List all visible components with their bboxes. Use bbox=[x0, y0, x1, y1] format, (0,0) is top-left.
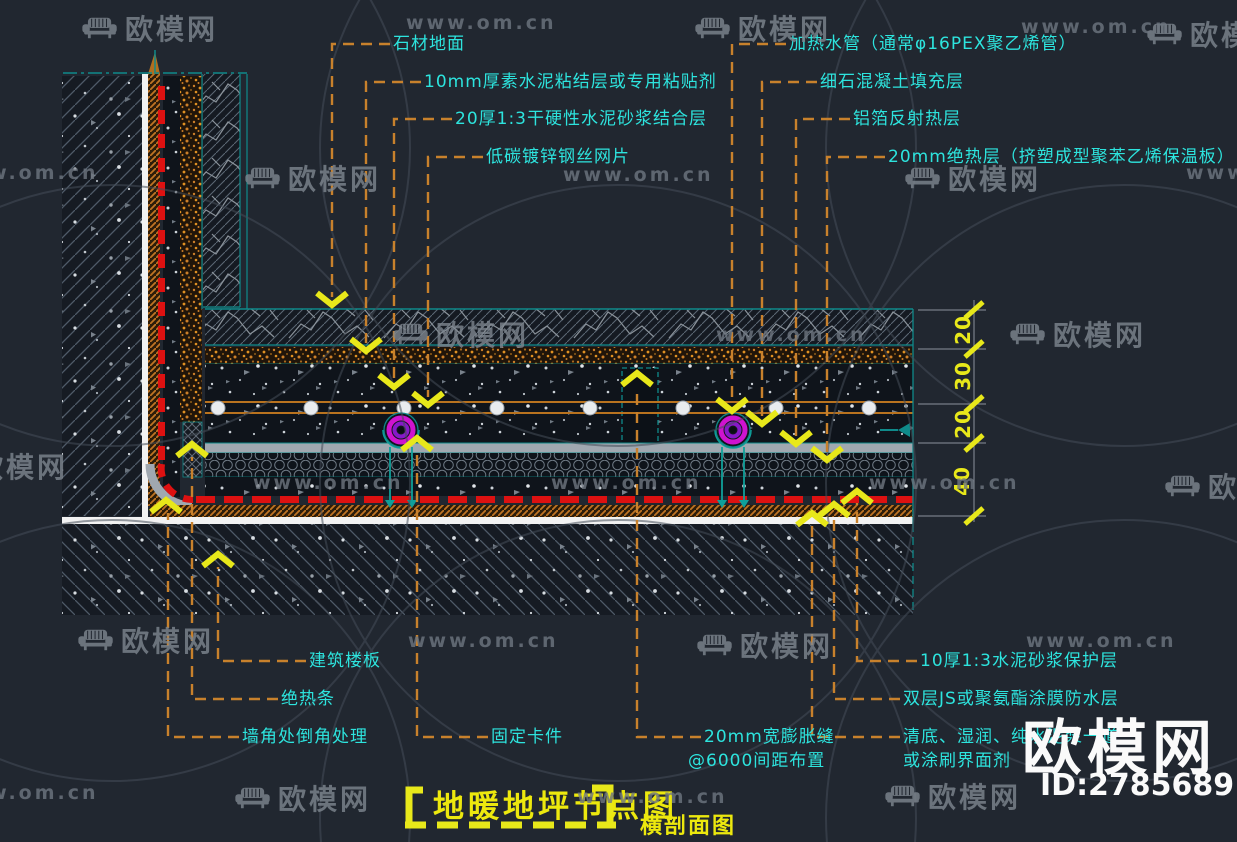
label-wire-mesh: 低碳镀锌钢丝网片 bbox=[486, 147, 630, 167]
sofa-icon bbox=[884, 785, 921, 807]
watermark-url: www.om.cn bbox=[1186, 162, 1237, 184]
dimension-chain bbox=[918, 300, 986, 526]
insulation-board-layer bbox=[205, 453, 913, 477]
sofa-icon bbox=[77, 629, 114, 651]
watermark-url: www.om.cn bbox=[716, 324, 867, 346]
watermark-url: www.om.cn bbox=[0, 782, 99, 804]
sofa-icon bbox=[1164, 475, 1201, 497]
sofa-icon bbox=[244, 167, 281, 189]
watermark-url: www.om.cn bbox=[253, 472, 404, 494]
sofa-icon bbox=[1009, 323, 1046, 345]
label-dry-mortar: 20厚1:3干硬性水泥砂浆结合层 bbox=[455, 109, 707, 129]
watermark-logo: 欧模网 bbox=[693, 8, 831, 48]
label-surface-prep: 清底、湿润、纯水泥浆一道 bbox=[903, 727, 1119, 747]
watermark-url: www.om.cn bbox=[408, 630, 559, 652]
label-heating-pipe: 加热水管（通常φ16PEX聚乙烯管） bbox=[789, 34, 1077, 54]
interface-agent-layer bbox=[150, 505, 913, 517]
watermark-logo: 欧模网 bbox=[233, 778, 371, 818]
watermark-logo: 欧模网 bbox=[0, 451, 69, 484]
watermark-logo: 欧模网 bbox=[1008, 314, 1146, 354]
label-interface-agent: 或涂刷界面剂 bbox=[903, 751, 1011, 771]
protection-screed-layer bbox=[205, 477, 913, 496]
label-fixing-clip: 固定卡件 bbox=[491, 727, 563, 747]
watermark-logo: 欧模网 bbox=[391, 314, 529, 354]
watermark-brand-large: 欧模网 bbox=[1022, 714, 1217, 784]
heating-pipe-left bbox=[382, 412, 420, 508]
label-foil-reflective: 铝箔反射热层 bbox=[853, 109, 961, 129]
label-cement-bonding: 10mm厚素水泥粘结层或专用粘贴剂 bbox=[424, 72, 717, 92]
mesh-nodes bbox=[210, 400, 877, 416]
watermark-url: www.om.cn bbox=[869, 472, 1020, 494]
watermark-logo: 欧模网 bbox=[1145, 14, 1237, 54]
label-expansion-joint: 20mm宽膨胀缝 bbox=[704, 727, 835, 747]
wall-screed-strip bbox=[163, 76, 180, 497]
watermark-logo: 欧模网 bbox=[1163, 466, 1237, 506]
drawing-title: 地暖地坪节点图 bbox=[433, 789, 678, 825]
wall-adhesive-strip bbox=[180, 76, 202, 422]
watermark-url: www.om.cn bbox=[577, 786, 728, 808]
drawing-subtitle: 横剖面图 bbox=[640, 814, 737, 839]
watermark-url: www.om.cn bbox=[1026, 630, 1177, 652]
watermark-url: www.om.cn bbox=[551, 472, 702, 494]
sofa-icon bbox=[694, 17, 731, 39]
sofa-icon bbox=[392, 323, 429, 345]
dim-30-screed: 30 bbox=[951, 361, 975, 391]
sofa-icon bbox=[696, 634, 733, 656]
label-expansion-spacing: @6000间距布置 bbox=[688, 751, 826, 771]
label-insulation-board: 20mm绝热层（挤塑成型聚苯乙烯保温板） bbox=[888, 147, 1235, 167]
watermark-logo: 欧模网 bbox=[695, 625, 833, 665]
watermark-logo: 欧模网 bbox=[80, 8, 218, 48]
leader-arrows bbox=[149, 290, 874, 569]
dim-20-stone: 20 bbox=[951, 315, 975, 345]
label-stone-floor: 石材地面 bbox=[393, 34, 465, 54]
sofa-icon bbox=[234, 787, 271, 809]
sofa-icon bbox=[81, 17, 118, 39]
watermark-logo: 欧模网 bbox=[76, 620, 214, 660]
dimension-ticks bbox=[963, 300, 985, 526]
dim-20-pipe-zone: 20 bbox=[951, 409, 975, 439]
label-protection-screed: 10厚1:3水泥砂浆保护层 bbox=[920, 651, 1118, 671]
label-insulation-strip: 绝热条 bbox=[281, 689, 335, 709]
watermark-logo: 欧模网 bbox=[883, 776, 1021, 816]
label-structural-slab: 建筑楼板 bbox=[309, 651, 381, 671]
leader-lines bbox=[166, 42, 917, 739]
floor-buildup bbox=[62, 86, 914, 615]
wall-bonding-layer bbox=[148, 74, 160, 506]
watermark-url: www.om.cn bbox=[563, 164, 714, 186]
heating-pipe-right bbox=[714, 412, 752, 508]
section-break-mark bbox=[898, 423, 910, 437]
slab-top-line bbox=[62, 517, 913, 524]
wall-section bbox=[62, 50, 248, 517]
aluminum-foil-layer bbox=[205, 443, 913, 453]
cement-bonding-layer bbox=[205, 347, 913, 364]
label-concrete-fill: 细石混凝土填充层 bbox=[820, 72, 964, 92]
watermark-logo: 欧模网 bbox=[903, 158, 1041, 198]
sofa-icon bbox=[904, 167, 941, 189]
watermark-url: www.om.cn bbox=[0, 162, 99, 184]
watermark-url: www.om.cn bbox=[406, 12, 557, 34]
label-waterproof-membrane: 双层JS或聚氨酯涂膜防水层 bbox=[903, 689, 1119, 709]
label-corner-chamfer: 墙角处倒角处理 bbox=[242, 727, 368, 747]
wall-face-line bbox=[142, 74, 148, 517]
watermark-url: www.om.cn bbox=[1021, 16, 1172, 38]
title-bracket bbox=[405, 784, 616, 829]
watermark-id: ID:2785689 bbox=[1040, 768, 1235, 803]
watermark-logo: 欧模网 bbox=[243, 158, 381, 198]
